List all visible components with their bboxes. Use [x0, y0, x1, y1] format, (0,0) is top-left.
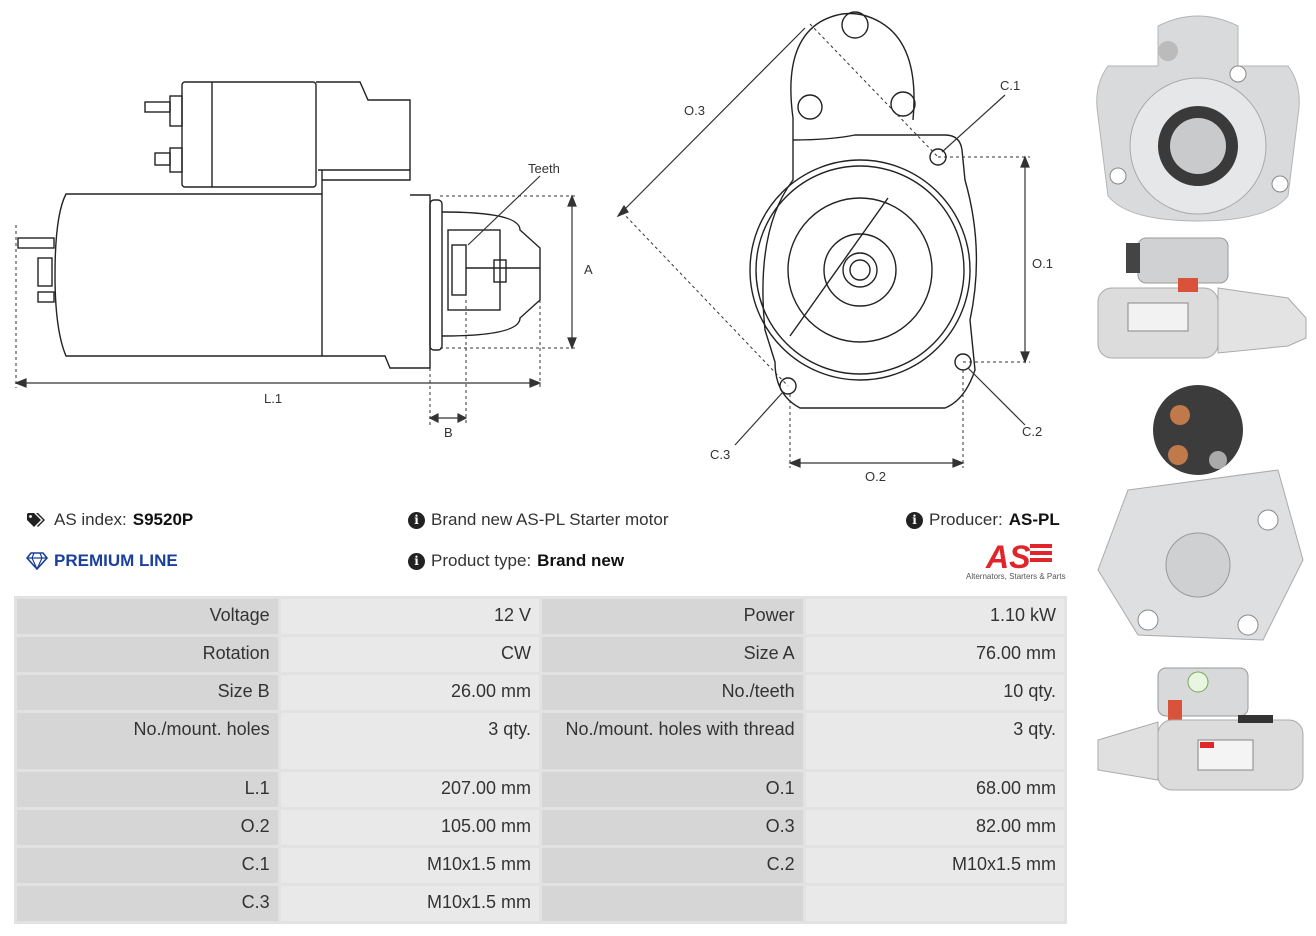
- table-row: No./mount. holes 3 qty. No./mount. holes…: [17, 713, 1064, 769]
- producer-row: i Producer: AS-PL: [906, 510, 1060, 530]
- table-row: Size B 26.00 mm No./teeth 10 qty.: [17, 675, 1064, 710]
- info-icon: i: [906, 511, 923, 529]
- spec-key: Size B: [17, 675, 278, 710]
- spec-value: 207.00 mm: [280, 772, 539, 807]
- product-description: Brand new AS-PL Starter motor: [431, 510, 669, 529]
- spec-value: 76.00 mm: [805, 637, 1064, 672]
- label-c2: C.2: [1022, 424, 1043, 439]
- spec-key: L.1: [17, 772, 278, 807]
- label-o2: O.2: [865, 469, 886, 484]
- product-photo-side[interactable]: [1088, 228, 1310, 368]
- spec-value: M10x1.5 mm: [280, 848, 539, 883]
- product-photo-rear[interactable]: [1088, 380, 1310, 650]
- table-row: O.2 105.00 mm O.3 82.00 mm: [17, 810, 1064, 845]
- label-teeth: Teeth: [528, 161, 560, 176]
- spec-key: No./mount. holes: [17, 713, 278, 769]
- spec-key: C.1: [17, 848, 278, 883]
- spec-key: [541, 886, 803, 921]
- spec-key: Voltage: [17, 599, 278, 634]
- producer-label: Producer:: [929, 510, 1003, 529]
- spec-key: Rotation: [17, 637, 278, 672]
- spec-value: 68.00 mm: [805, 772, 1064, 807]
- spec-key: No./teeth: [541, 675, 803, 710]
- product-type-label: Product type:: [431, 551, 532, 570]
- spec-key: C.2: [541, 848, 803, 883]
- tags-icon: [27, 513, 45, 527]
- spec-key: Power: [541, 599, 803, 634]
- table-row: Voltage 12 V Power 1.10 kW: [17, 599, 1064, 634]
- spec-key: O.2: [17, 810, 278, 845]
- spec-value: 105.00 mm: [280, 810, 539, 845]
- producer-value: AS-PL: [1008, 510, 1060, 529]
- spec-key: O.1: [541, 772, 803, 807]
- label-l1: L.1: [264, 391, 283, 406]
- spec-value: 1.10 kW: [805, 599, 1064, 634]
- table-row: Rotation CW Size A 76.00 mm: [17, 637, 1064, 672]
- label-c3: C.3: [710, 447, 731, 462]
- spec-key: No./mount. holes with thread: [541, 713, 803, 769]
- table-row: L.1 207.00 mm O.1 68.00 mm: [17, 772, 1064, 807]
- spec-value: M10x1.5 mm: [280, 886, 539, 921]
- spec-value: 12 V: [280, 599, 539, 634]
- spec-key: Size A: [541, 637, 803, 672]
- label-c1: C.1: [1000, 78, 1021, 93]
- spec-key: O.3: [541, 810, 803, 845]
- product-type-row: i Product type: Brand new: [408, 551, 624, 571]
- diamond-icon: [26, 552, 48, 570]
- spec-value: 10 qty.: [805, 675, 1064, 710]
- spec-value: 26.00 mm: [280, 675, 539, 710]
- info-icon: i: [408, 552, 425, 570]
- as-index-row: AS index: S9520P: [26, 510, 193, 530]
- logo-text: AS: [985, 539, 1031, 575]
- product-photo-front[interactable]: [1088, 6, 1310, 228]
- as-index-label: AS index:: [54, 510, 127, 529]
- premium-line-row: PREMIUM LINE: [26, 551, 178, 571]
- spec-table: Voltage 12 V Power 1.10 kW Rotation CW S…: [14, 596, 1067, 924]
- label-a: A: [584, 262, 593, 277]
- spec-key: C.3: [17, 886, 278, 921]
- table-row: C.3 M10x1.5 mm: [17, 886, 1064, 921]
- as-pl-logo: AS: [985, 539, 1052, 575]
- spec-value: 3 qty.: [805, 713, 1064, 769]
- spec-value: M10x1.5 mm: [805, 848, 1064, 883]
- spec-value: CW: [280, 637, 539, 672]
- label-o3: O.3: [684, 103, 705, 118]
- technical-drawing: Teeth A B L.1 O.3 C.1 O.1 C.2 C.3 O.2: [0, 0, 1080, 490]
- premium-line-label: PREMIUM LINE: [54, 551, 178, 570]
- info-icon: i: [408, 511, 425, 529]
- label-o1: O.1: [1032, 256, 1053, 271]
- label-b: B: [444, 425, 453, 440]
- as-index-value: S9520P: [132, 510, 194, 529]
- description-row: i Brand new AS-PL Starter motor: [408, 510, 668, 530]
- table-row: C.1 M10x1.5 mm C.2 M10x1.5 mm: [17, 848, 1064, 883]
- starter-side-and-front-view: [14, 11, 1030, 468]
- spec-value: 82.00 mm: [805, 810, 1064, 845]
- logo-tagline: Alternators, Starters & Parts: [966, 572, 1066, 581]
- spec-value: [805, 886, 1064, 921]
- spec-value: 3 qty.: [280, 713, 539, 769]
- product-type-value: Brand new: [537, 551, 625, 570]
- product-photo-label-side[interactable]: [1088, 660, 1310, 800]
